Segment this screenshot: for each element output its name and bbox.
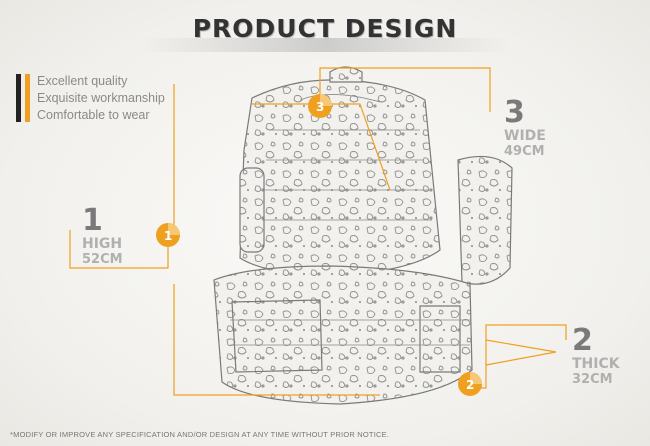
dimension-label: HIGH	[82, 236, 123, 252]
dimension-value: 49CM	[504, 144, 545, 159]
disclaimer-text: *MODIFY OR IMPROVE ANY SPECIFICATION AND…	[10, 430, 390, 439]
feature-marker-black	[16, 74, 21, 122]
backpack-shape	[213, 66, 513, 405]
dimension-wide: 3 WIDE 49CM	[504, 98, 546, 160]
badge-3-number: 3	[316, 100, 324, 114]
dimension-number: 2	[572, 323, 593, 358]
title-underline	[140, 38, 510, 52]
dimension-number: 1	[82, 203, 103, 238]
dimension-label: WIDE	[504, 128, 546, 144]
dimension-thick: 2 THICK 32CM	[572, 326, 620, 388]
backpack-stitching	[230, 94, 470, 346]
dimension-value: 52CM	[82, 252, 123, 267]
feature-item: Exquisite workmanship	[37, 91, 165, 105]
dimension-high: 1 HIGH 52CM	[82, 206, 123, 268]
dimension-label: THICK	[572, 356, 620, 372]
dimension-value: 32CM	[572, 372, 613, 387]
badge-1: 1	[156, 223, 180, 247]
feature-item: Excellent quality	[37, 74, 128, 88]
badge-2-number: 2	[466, 378, 474, 392]
badge-1-number: 1	[164, 229, 172, 243]
badge-3: 3	[308, 94, 332, 118]
measurement-lines	[69, 67, 567, 396]
feature-marker-orange	[25, 74, 30, 122]
feature-item: Comfortable to wear	[37, 108, 150, 122]
feature-list: Excellent quality Exquisite workmanship …	[37, 73, 165, 124]
page-title: PRODUCT DESIGN	[192, 14, 458, 43]
badge-2: 2	[458, 372, 482, 396]
dimension-number: 3	[504, 95, 525, 130]
